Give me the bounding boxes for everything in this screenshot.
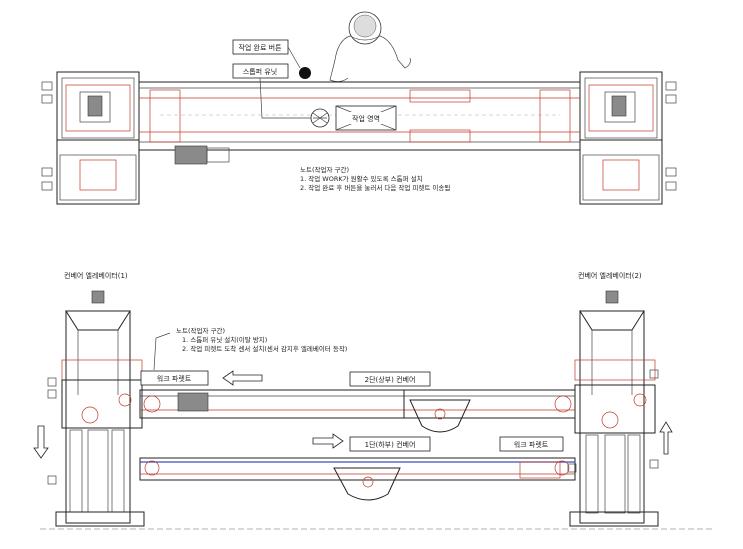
right-elevator — [567, 290, 659, 527]
note-side-line1: 1. 스톱퍼 유닛 설치(이탈 방지) — [182, 335, 267, 344]
elevator-left-label: 컨베어 엘레베이터(1) — [64, 271, 128, 280]
callouts-top: 작업 완료 버튼 스톱퍼 유닛 — [232, 39, 311, 119]
note-side-line2: 2. 작업 피렛트 도착 센서 설치(센서 감지후 엘레베이터 동작) — [182, 344, 347, 353]
note-side: 노트(작업자 구간) 1. 스톱퍼 유닛 설치(이탈 방지) 2. 작업 피렛트… — [176, 326, 347, 353]
top-view: 작업 영역 작업 완료 버튼 스톱퍼 유닛 노트(작업자 구간) 1. 작업 W… — [41, 11, 677, 205]
upper-conveyor-label: 2단(상부) 컨베어 — [365, 375, 416, 384]
jig-pallet-upper-label: 워크 파렛트 — [157, 374, 192, 383]
arrow-right-lower — [312, 433, 344, 449]
right-station-top — [579, 71, 677, 205]
work-area-label: 작업 영역 — [352, 114, 380, 123]
arrow-left-upper — [222, 370, 263, 386]
lower-conveyor-label: 1단(하부) 컨베어 — [365, 440, 416, 449]
motor-upper — [177, 392, 209, 412]
note-side-title: 노트(작업자 구간) — [176, 326, 225, 335]
lower-bracket — [333, 467, 401, 501]
callout-stopper: 스톱퍼 유닛 — [243, 67, 277, 76]
note-top: 노트(작업자 구간) 1. 작업 WORK가 원활수 있도록 스톱퍼 설치 2.… — [300, 165, 450, 192]
note-top-line2: 2. 작업 완료 후 버튼을 눌러서 다음 작업 피렛트 이송됨 — [300, 183, 450, 192]
arrow-down-left — [33, 425, 49, 459]
note-top-title: 노트(작업자 구간) — [300, 165, 349, 174]
operator-figure — [329, 11, 411, 82]
upper-bracket — [409, 399, 471, 433]
arrow-up-right — [659, 421, 673, 455]
left-station-top — [41, 71, 140, 205]
callout-work-button: 작업 완료 버튼 — [238, 43, 282, 52]
lower-conveyor — [139, 457, 576, 501]
jig-pallet-lower-label: 워크 파렛트 — [514, 440, 549, 449]
motor-top — [174, 145, 208, 165]
side-view: 컨베어 엘레베이터(1) 컨베어 엘레베이터(2) — [33, 271, 715, 530]
conveyor-top: 작업 영역 — [138, 67, 581, 165]
upper-conveyor — [139, 389, 576, 433]
left-elevator — [47, 290, 145, 527]
note-top-line1: 1. 작업 WORK가 원활수 있도록 스톱퍼 설치 — [300, 174, 423, 183]
callouts-side: 워크 파렛트 2단(상부) 컨베어 1단(하부) 컨베어 워크 파렛트 — [33, 332, 673, 459]
work-button-symbol — [299, 67, 311, 79]
elevator-right-label: 컨베어 엘레베이터(2) — [578, 271, 642, 280]
